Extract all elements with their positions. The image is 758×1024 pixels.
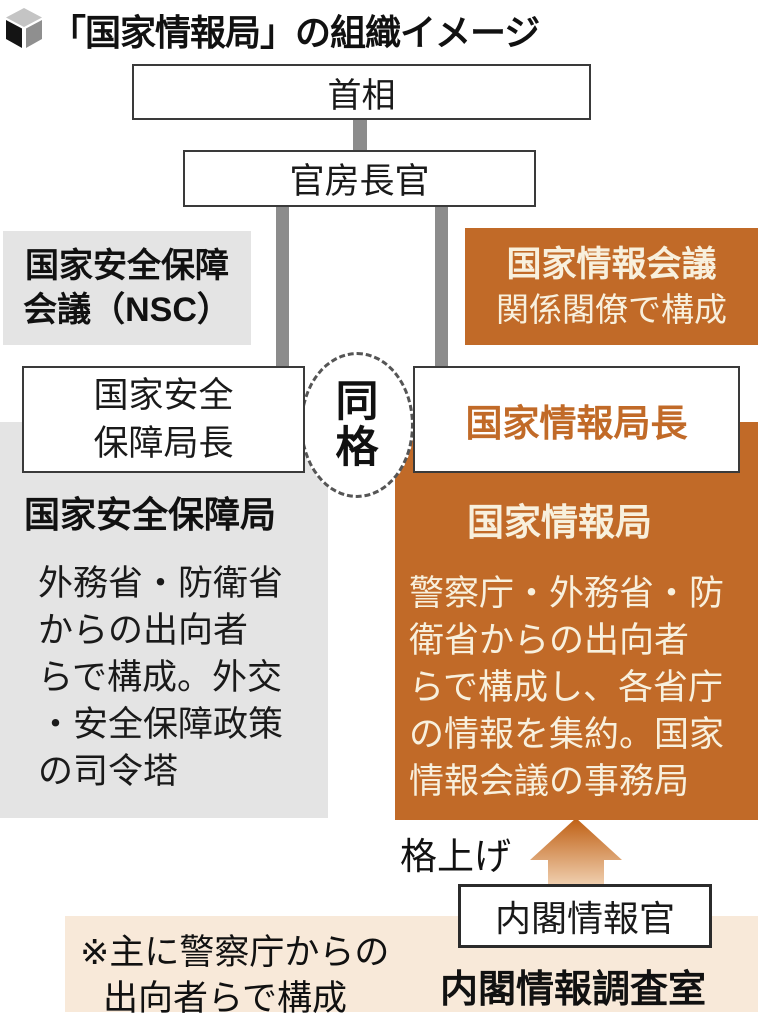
info-bureau-title: 国家情報局 xyxy=(467,502,652,543)
connector-cabinet-intel xyxy=(435,205,448,368)
nsa-bureau-panel: 国家安全保障局 外務省・防衛省 からの出向者 らで構成。外交 ・安全保障政策 の… xyxy=(0,422,328,818)
page-title: 「国家情報局」の組織イメージ xyxy=(50,12,540,53)
nsa-bureau-line: ・安全保障政策 xyxy=(38,705,284,744)
info-bureau-line: 衛省からの出向者 xyxy=(409,621,690,660)
chief-cabinet-secretary-box: 官房長官 xyxy=(183,150,536,207)
info-bureau-panel: 国家情報局 警察庁・外務省・防 衛省からの出向者 らで構成し、各省庁 の情報を集… xyxy=(395,422,758,820)
equal-rank-badge: 同 格 xyxy=(300,352,414,498)
nsa-chief-line1: 国家安全 xyxy=(93,375,234,415)
nsa-bureau-line: の司令塔 xyxy=(38,752,179,791)
cabinet-intel-officer-box: 内閣情報官 xyxy=(458,884,712,948)
cube-icon xyxy=(4,7,44,54)
nsc-council-box: 国家安全保障 会議（NSC） xyxy=(3,231,251,345)
note-line2: 出向者らで構成 xyxy=(103,979,347,1018)
equal-rank-char1: 同 xyxy=(335,378,379,426)
nsa-chief-line2: 保障局長 xyxy=(93,423,234,463)
info-council-box: 国家情報会議 関係閣僚で構成 xyxy=(465,228,758,345)
info-chief-box: 国家情報局長 xyxy=(413,366,740,473)
info-bureau-line: らで構成し、各省庁 xyxy=(409,668,723,707)
upgrade-label: 格上げ xyxy=(400,836,511,877)
prime-minister-box: 首相 xyxy=(132,64,591,120)
nsc-council-line2: 会議（NSC） xyxy=(23,291,231,329)
nsa-bureau-line: 外務省・防衛省 xyxy=(38,564,284,603)
info-bureau-line: 警察庁・外務省・防 xyxy=(409,574,725,613)
nsa-bureau-description: 外務省・防衛省 からの出向者 らで構成。外交 ・安全保障政策 の司令塔 xyxy=(38,560,328,795)
connector-cabinet-nsa xyxy=(276,205,289,368)
cabinet-intel-officer-label: 内閣情報官 xyxy=(494,898,675,939)
nsc-council-line1: 国家安全保障 xyxy=(25,247,229,285)
info-council-subtitle: 関係閣僚で構成 xyxy=(496,290,727,328)
upgrade-arrow-icon xyxy=(530,818,622,888)
cabinet-intel-office-label: 内閣情報調査室 xyxy=(440,969,707,1011)
nsa-bureau-title: 国家安全保障局 xyxy=(24,494,277,535)
nsa-chief-box: 国家安全 保障局長 xyxy=(22,366,305,473)
info-bureau-line: 情報会議の事務局 xyxy=(409,762,690,801)
header: 「国家情報局」の組織イメージ xyxy=(4,4,540,56)
equal-rank-char2: 格 xyxy=(335,424,379,472)
chief-cabinet-secretary-label: 官房長官 xyxy=(289,162,430,201)
nsa-bureau-line: からの出向者 xyxy=(38,611,249,650)
prime-minister-label: 首相 xyxy=(327,76,396,115)
nsa-bureau-line: らで構成。外交 xyxy=(38,658,282,697)
info-chief-label: 国家情報局長 xyxy=(465,402,688,444)
info-bureau-line: の情報を集約。国家 xyxy=(409,715,725,754)
connector-pm-cabinet xyxy=(353,118,367,152)
note-line1: ※主に警察庁からの xyxy=(80,933,390,972)
info-council-title: 国家情報会議 xyxy=(506,244,717,284)
info-bureau-description: 警察庁・外務省・防 衛省からの出向者 らで構成し、各省庁 の情報を集約。国家 情… xyxy=(409,570,758,805)
